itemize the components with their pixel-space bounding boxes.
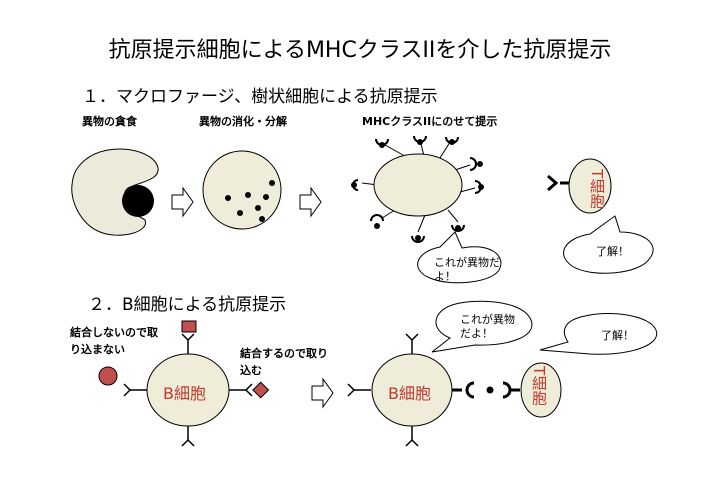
speech-bubble-t-1 — [563, 215, 654, 274]
arrow-1 — [171, 186, 194, 218]
arrow-3 — [311, 377, 334, 409]
section1-heading: １．マクロファージ、樹状細胞による抗原提示 — [82, 87, 438, 107]
bound-antigen-square-floating — [181, 320, 197, 333]
speech-text-t-1: 了解！ — [596, 245, 629, 258]
unbound-antigen-circle — [98, 366, 118, 386]
caption-presentation: MHCクラスIIにのせて提示 — [362, 115, 498, 128]
b-cell-2-antibodies — [347, 333, 419, 447]
speech-text-t-2: 了解！ — [601, 329, 634, 342]
digesting-cell — [202, 150, 282, 230]
t-cell-receptor-1 — [547, 174, 570, 192]
note-no-bind: 結合しないので取り込まない — [70, 326, 158, 356]
page-title: 抗原提示細胞によるMHCクラスIIを介した抗原提示 — [108, 38, 612, 63]
antigen-diamond — [252, 381, 270, 399]
mhc-ii-b — [452, 381, 475, 399]
arrow-2 — [299, 186, 322, 218]
b-cell-1 — [146, 353, 230, 427]
speech-bubble-t-2 — [539, 313, 658, 355]
b-cell-2-label: B細胞 — [388, 384, 431, 403]
presenting-cell — [373, 153, 463, 217]
speech-bubble-cell-2 — [431, 300, 533, 353]
note-bind: 結合するので取り込む — [240, 347, 328, 377]
t-cell-2-label: T細胞 — [530, 366, 548, 406]
b-cell-1-antibodies — [123, 333, 253, 447]
t-cell-1-label: T細胞 — [588, 169, 606, 209]
b-cell-1-label: B細胞 — [163, 384, 206, 403]
foreign-particle — [122, 185, 154, 217]
caption-phagocytosis: 異物の貪食 — [82, 115, 137, 128]
presented-antigen-b — [486, 386, 494, 394]
t-cell-2 — [520, 362, 562, 418]
t-cell-1 — [568, 158, 612, 214]
section2-heading: ２．B細胞による抗原提示 — [88, 295, 287, 315]
speech-text-cell-1: これが異物だよ！ — [434, 256, 500, 283]
speech-bubble-cell-1 — [417, 231, 502, 284]
presenting-cell-group — [351, 135, 484, 243]
speech-text-cell-2: これが異物だよ！ — [460, 313, 515, 340]
t-cell-receptor-2 — [502, 381, 520, 399]
caption-digestion: 異物の消化・分解 — [199, 115, 287, 128]
presented-antigens — [351, 139, 484, 241]
macrophage — [71, 148, 159, 236]
digested-fragments — [225, 180, 275, 222]
